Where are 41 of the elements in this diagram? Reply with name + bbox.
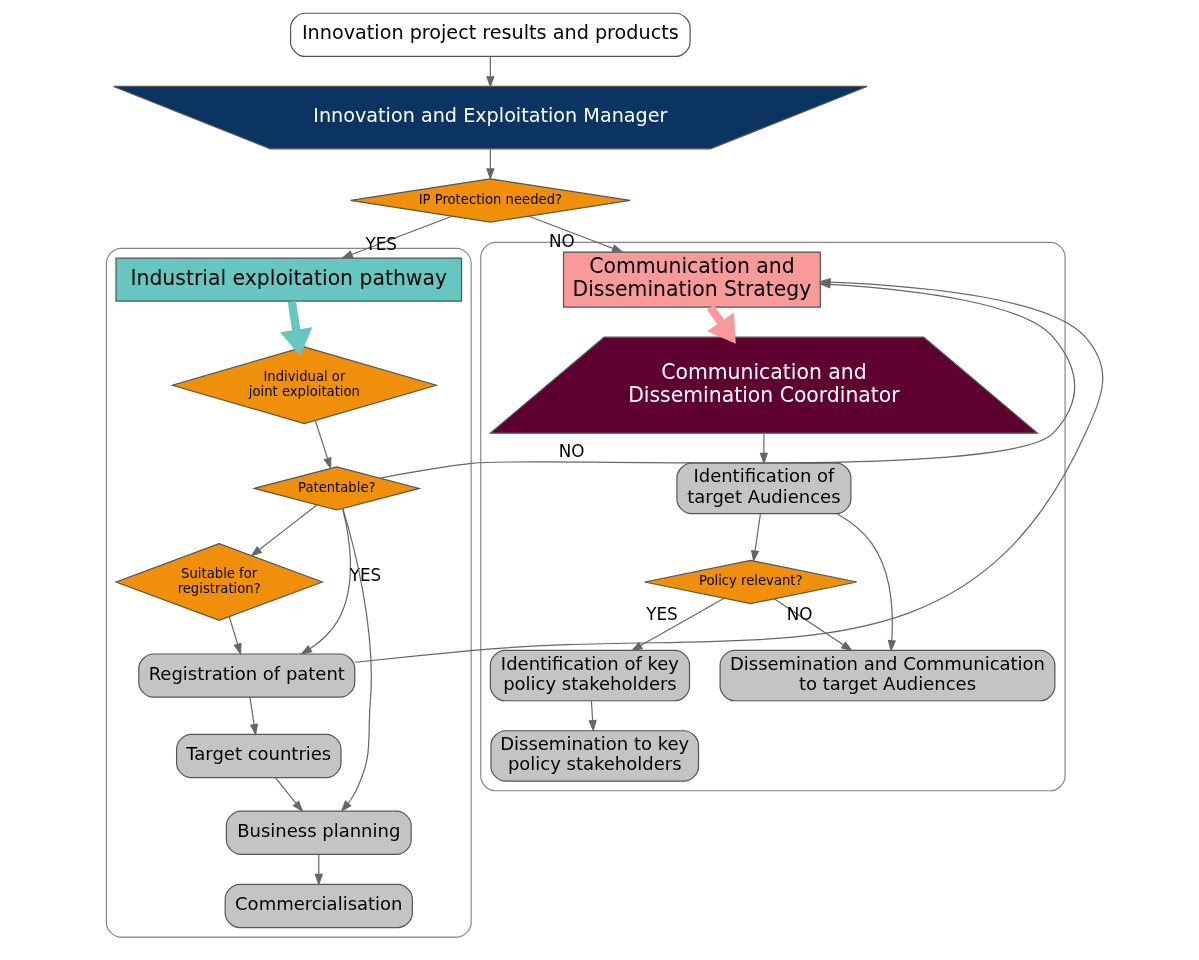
- node-diamond: Individual or joint exploitation: [169, 346, 438, 425]
- node-box: Industrial exploitation pathway: [114, 257, 462, 302]
- arrow: [485, 148, 495, 181]
- arrow: [835, 513, 896, 653]
- arrow: [314, 853, 323, 886]
- node-diamond: Suitable for registration?: [113, 542, 324, 622]
- arrow: [706, 305, 736, 344]
- edge-label: NO: [558, 441, 585, 462]
- edge-label: YES: [645, 603, 678, 624]
- arrow: [630, 597, 725, 652]
- node-box: Target countries: [175, 733, 342, 779]
- arrow: [759, 432, 768, 465]
- arrow: [274, 777, 303, 813]
- arrow: [773, 598, 853, 652]
- node-box: Innovation project results and products: [289, 12, 691, 58]
- edge-label: NO: [548, 231, 575, 252]
- arrow: [340, 508, 372, 813]
- arrow: [299, 508, 351, 655]
- node-box: Registration of patent: [137, 653, 355, 698]
- node-diamond: Patentable?: [251, 466, 422, 511]
- arrow: [228, 616, 242, 656]
- arrow: [279, 301, 312, 357]
- node-diamond: IP Protection needed?: [349, 178, 631, 223]
- arrow: [485, 56, 495, 89]
- node-box: Identification of key policy stakeholders: [489, 649, 690, 702]
- node-diamond: Policy relevant?: [643, 559, 857, 605]
- arrow: [587, 700, 597, 733]
- edge-label: YES: [364, 234, 397, 255]
- node-box: Dissemination to key policy stakeholders: [489, 730, 699, 782]
- arrow: [340, 215, 453, 259]
- arrow: [527, 215, 624, 253]
- arrow: [248, 696, 258, 736]
- node-box: Business planning: [225, 810, 412, 855]
- node-box: Dissemination and Communication to target Audiences: [719, 649, 1055, 702]
- arrow: [314, 419, 331, 470]
- arrow: [750, 513, 761, 563]
- node-box: Commercialisation: [224, 883, 413, 929]
- edge-label: YES: [349, 564, 381, 585]
- arrow: [249, 504, 317, 557]
- node-box: Communication and Dissemination Strategy: [562, 251, 821, 308]
- node-box: Identification of target Audiences: [675, 462, 851, 515]
